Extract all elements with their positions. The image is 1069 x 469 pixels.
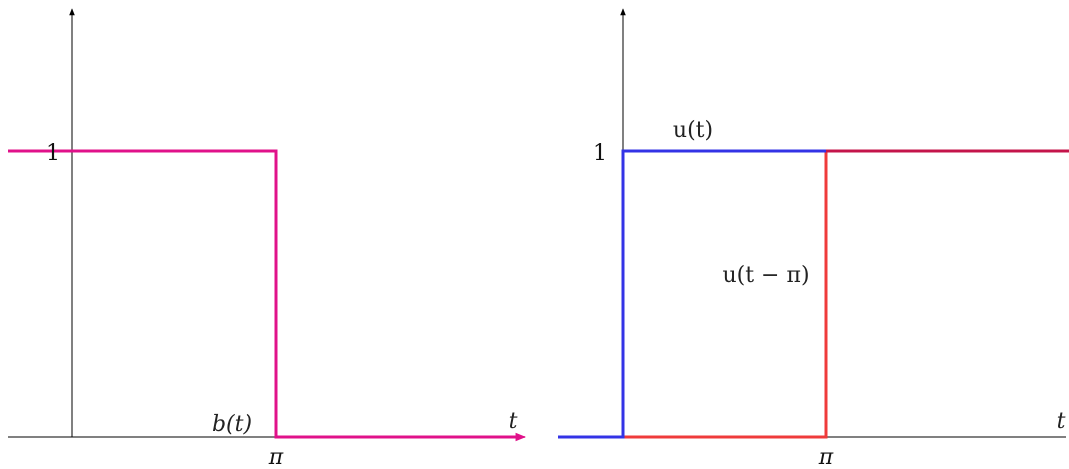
right-x-tick-pi: π — [818, 445, 834, 469]
left-x-tick-pi: π — [268, 445, 284, 469]
right-shifted-step-curve — [558, 149, 1069, 439]
left-b-label: b(t) — [212, 412, 252, 437]
left-y-tick-1: 1 — [46, 141, 60, 166]
right-panel: 1 π t u(t) u(t − π) — [558, 8, 1069, 469]
left-b-curve — [8, 149, 522, 439]
left-panel: 1 π t b(t) — [8, 8, 527, 469]
left-x-axis-label: t — [509, 409, 518, 434]
right-y-tick-1: 1 — [593, 141, 607, 166]
right-x-axis-label: t — [1057, 409, 1066, 434]
right-u-label: u(t) — [673, 118, 713, 143]
right-unit-step-curve — [558, 149, 826, 439]
right-shift-label: u(t − π) — [722, 263, 809, 288]
